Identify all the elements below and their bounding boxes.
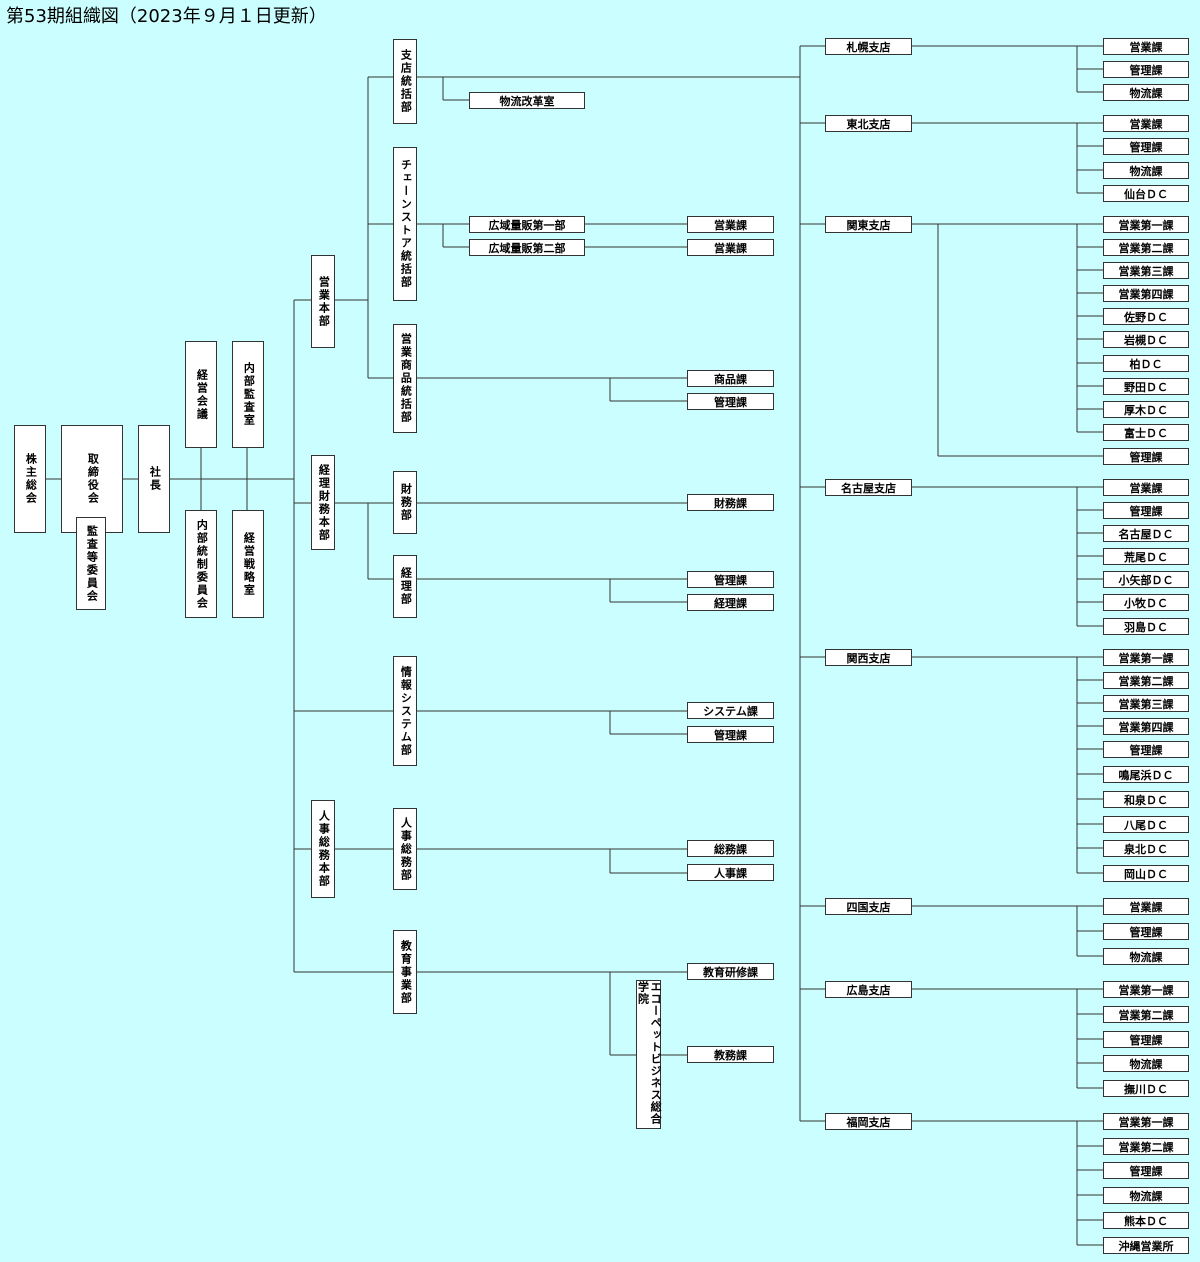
branch-box: 関東支店: [825, 216, 912, 233]
box-finance-hq: 経理財務本部: [311, 455, 335, 550]
unit-box: 管理課: [1103, 923, 1189, 940]
branch-box: 関西支店: [825, 649, 912, 666]
unit-box: 営業課: [1103, 479, 1189, 496]
unit-box: 営業第一課: [1103, 649, 1189, 666]
box-academic: 教務課: [687, 1046, 774, 1063]
box-audit-committee: 監査等委員会: [76, 517, 106, 610]
branch-box: 名古屋支店: [825, 479, 912, 496]
unit-box: 管理課: [1103, 1031, 1189, 1048]
box-finance-sec: 財務課: [687, 494, 774, 511]
box-hr-hq: 人事総務本部: [311, 800, 335, 898]
unit-box: 野田ＤＣ: [1103, 378, 1189, 395]
box-hr-sec: 人事課: [687, 864, 774, 881]
unit-box: 営業第二課: [1103, 1138, 1189, 1155]
box-wide-area-2-sales: 営業課: [687, 239, 774, 256]
unit-box: 岩槻ＤＣ: [1103, 331, 1189, 348]
branch-box: 東北支店: [825, 115, 912, 132]
unit-box: 羽島ＤＣ: [1103, 618, 1189, 635]
unit-box: 撫川ＤＣ: [1103, 1080, 1189, 1097]
unit-box: 営業第四課: [1103, 285, 1189, 302]
unit-box: 管理課: [1103, 61, 1189, 78]
unit-box: 和泉ＤＣ: [1103, 791, 1189, 808]
box-management-meeting: 経営会議: [185, 341, 217, 448]
unit-box: 営業第二課: [1103, 672, 1189, 689]
branch-box: 福岡支店: [825, 1113, 912, 1130]
box-shareholders: 株主総会: [14, 425, 46, 533]
unit-box: 物流課: [1103, 1055, 1189, 1072]
unit-box: 熊本ＤＣ: [1103, 1212, 1189, 1229]
branch-box: 札幌支店: [825, 38, 912, 55]
unit-box: 泉北ＤＣ: [1103, 840, 1189, 857]
unit-box: 佐野ＤＣ: [1103, 308, 1189, 325]
box-edu-training: 教育研修課: [687, 963, 774, 980]
unit-box: 管理課: [1103, 502, 1189, 519]
box-product: 営業商品統括部: [393, 324, 417, 433]
box-internal-audit: 内部監査室: [232, 341, 264, 448]
unit-box: 営業第三課: [1103, 262, 1189, 279]
box-wide-area-2: 広域量販第二部: [469, 239, 585, 256]
unit-box: 名古屋ＤＣ: [1103, 525, 1189, 542]
unit-box: 岡山ＤＣ: [1103, 865, 1189, 882]
unit-box: 柏ＤＣ: [1103, 355, 1189, 372]
unit-box: 厚木ＤＣ: [1103, 401, 1189, 418]
unit-box: 管理課: [1103, 448, 1189, 465]
unit-box: 沖縄営業所: [1103, 1237, 1189, 1254]
box-logistics-reform: 物流改革室: [469, 92, 585, 109]
box-system-mgmt: 管理課: [687, 726, 774, 743]
unit-box: 営業第一課: [1103, 216, 1189, 233]
unit-box: 営業第一課: [1103, 1113, 1189, 1130]
box-branch-control: 支店統括部: [393, 39, 417, 124]
box-general-affairs: 総務課: [687, 840, 774, 857]
unit-box: 八尾ＤＣ: [1103, 816, 1189, 833]
box-product-sec: 商品課: [687, 370, 774, 387]
box-accounting-sec: 経理課: [687, 594, 774, 611]
unit-box: 物流課: [1103, 948, 1189, 965]
unit-box: 物流課: [1103, 84, 1189, 101]
branch-box: 広島支店: [825, 981, 912, 998]
unit-box: 物流課: [1103, 1187, 1189, 1204]
box-hr-general: 人事総務部: [393, 808, 417, 890]
unit-box: 管理課: [1103, 138, 1189, 155]
box-finance: 財務部: [393, 471, 417, 534]
unit-box: 管理課: [1103, 741, 1189, 758]
unit-box: 営業第四課: [1103, 718, 1189, 735]
box-school: エコーペットビジネス総合学院: [636, 980, 662, 1129]
box-president: 社長: [138, 425, 170, 533]
box-product-mgmt: 管理課: [687, 393, 774, 410]
box-board: 取締役会: [61, 425, 123, 533]
box-wide-area-1: 広域量販第一部: [469, 216, 585, 233]
box-wide-area-1-sales: 営業課: [687, 216, 774, 233]
unit-box: 営業第二課: [1103, 1006, 1189, 1023]
unit-box: 営業課: [1103, 38, 1189, 55]
unit-box: 営業課: [1103, 898, 1189, 915]
unit-box: 営業課: [1103, 115, 1189, 132]
unit-box: 鳴尾浜ＤＣ: [1103, 766, 1189, 783]
unit-box: 荒尾ＤＣ: [1103, 548, 1189, 565]
unit-box: 営業第三課: [1103, 695, 1189, 712]
page-title: 第53期組織図（2023年９月１日更新）: [6, 6, 327, 27]
unit-box: 小矢部ＤＣ: [1103, 571, 1189, 588]
unit-box: 富士ＤＣ: [1103, 424, 1189, 441]
box-education: 教育事業部: [393, 930, 417, 1014]
branch-box: 四国支店: [825, 898, 912, 915]
unit-box: 管理課: [1103, 1162, 1189, 1179]
unit-box: 営業第一課: [1103, 981, 1189, 998]
box-internal-control: 内部統制委員会: [185, 510, 217, 618]
unit-box: 仙台ＤＣ: [1103, 185, 1189, 202]
box-info-system: 情報システム部: [393, 656, 417, 766]
box-strategy-office: 経営戦略室: [232, 510, 264, 618]
box-system-sec: システム課: [687, 702, 774, 719]
box-accounting: 経理部: [393, 555, 417, 618]
box-chain-store: チェーンストア統括部: [393, 147, 417, 301]
box-accounting-mgmt: 管理課: [687, 571, 774, 588]
unit-box: 小牧ＤＣ: [1103, 594, 1189, 611]
unit-box: 営業第二課: [1103, 239, 1189, 256]
unit-box: 物流課: [1103, 162, 1189, 179]
box-sales-hq: 営業本部: [311, 255, 335, 348]
